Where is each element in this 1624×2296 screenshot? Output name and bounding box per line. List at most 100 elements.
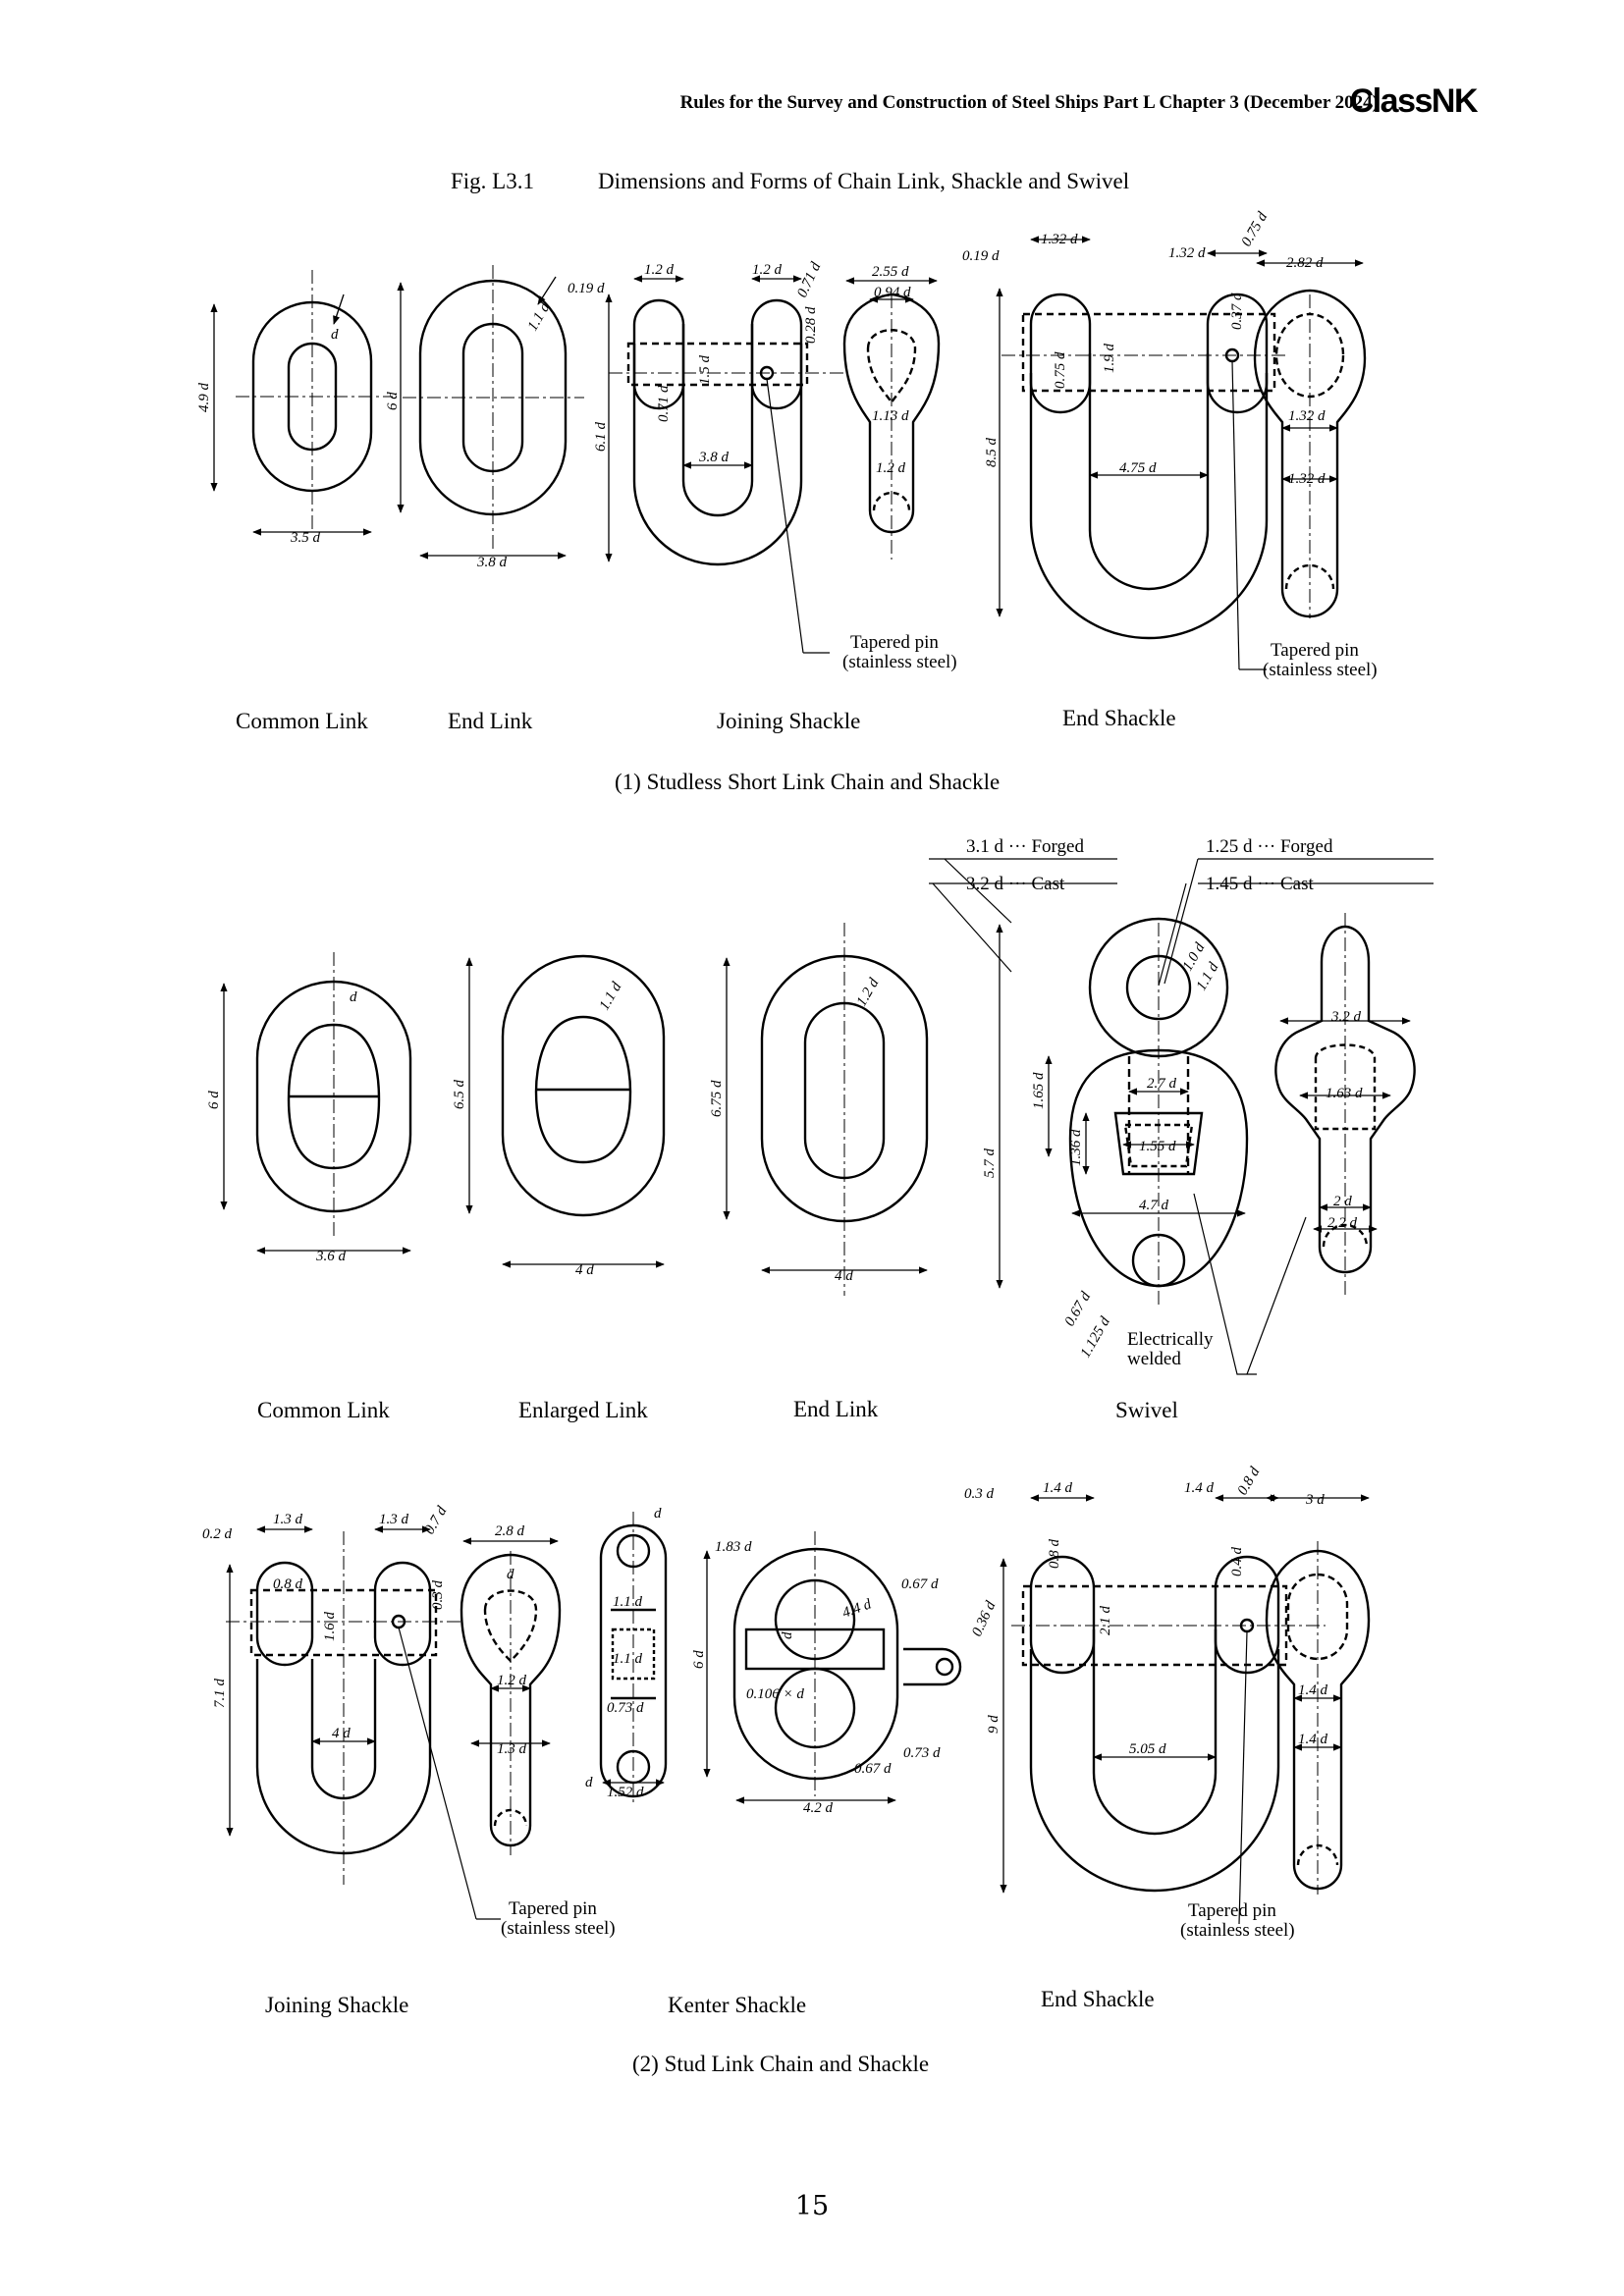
s1-cl-dim-h: 4.9 d: [196, 383, 212, 413]
s1-js-a: 0.19 d: [568, 281, 605, 296]
s1-label-common-link: Common Link: [236, 709, 368, 733]
s2-end-h: 6.75 d: [709, 1080, 725, 1117]
s2-ks-l: 0.106 × d: [746, 1686, 804, 1702]
s2-js-i: d: [507, 1567, 514, 1582]
s2-cl-d: d: [350, 989, 357, 1005]
s1-js-l: 1.13 d: [872, 408, 909, 424]
s2-js-c: 1.3 d: [379, 1512, 409, 1527]
s2-es-i: 9 d: [986, 1715, 1001, 1734]
s1-js-d: 0.71 d: [794, 259, 825, 299]
s2-es-e: 3 d: [1305, 1492, 1325, 1508]
s2-cl-w: 3.6 d: [315, 1249, 347, 1264]
s2-enl-w: 4 d: [575, 1262, 594, 1278]
s1-joining-shackle-side: [605, 275, 844, 654]
s2-label-joining-shackle: Joining Shackle: [265, 1993, 408, 2017]
s1-js-b: 1.2 d: [644, 262, 675, 278]
s1-el-dim-h: 6 d: [385, 392, 401, 410]
s1-joining-shackle-front: [842, 277, 941, 560]
s2-ks-f: 1.52 d: [607, 1785, 644, 1800]
s1-es-f: 0.37 d: [1229, 293, 1245, 330]
s2-js-e: 2.8 d: [495, 1523, 525, 1539]
s1-es-h: 1.9 d: [1102, 344, 1117, 374]
s1-js-h: 1.5 d: [697, 355, 713, 386]
s1-end-link: [397, 265, 584, 560]
s2-pin-note-2b: (stainless steel): [1180, 1920, 1295, 1941]
s1-label-joining-shackle: Joining Shackle: [717, 709, 860, 733]
s1-es-k: 1.32 d: [1288, 408, 1326, 424]
s2-enl-h: 6.5 d: [452, 1080, 467, 1110]
s2-ks-j: 0.67 d: [901, 1576, 939, 1592]
s2-end-w: 4 d: [835, 1268, 853, 1284]
s2-kenter-shackle-narrow: [599, 1512, 668, 1806]
s2-sw-g: 5.7 d: [982, 1148, 998, 1179]
s2-ks-m: d: [780, 1631, 795, 1639]
s2-es-l: 1.4 d: [1298, 1732, 1328, 1747]
s1-cl-dim-w: 3.5 d: [290, 530, 321, 546]
s2-label-end-shackle: End Shackle: [1041, 1987, 1155, 2011]
s1-end-shackle-front: [1253, 259, 1367, 618]
s1-common-link: [210, 270, 393, 536]
s2-ks-a: d: [654, 1506, 662, 1522]
s2-ks-p: 4.2 d: [803, 1800, 834, 1816]
s2-es-c: 1.4 d: [1184, 1480, 1215, 1496]
s1-js-m: 1.2 d: [876, 460, 906, 476]
s2-es-k: 1.4 d: [1298, 1682, 1328, 1698]
s1-js-g: 0.28 d: [803, 306, 819, 344]
s2-sw-m: 0.67 d: [1062, 1289, 1095, 1329]
s2-js-d: 0.7 d: [422, 1504, 451, 1537]
s2-sw-c: 3.2 d: [1330, 1009, 1362, 1025]
s2-es-j: 5.05 d: [1129, 1741, 1166, 1757]
s2-common-link: [220, 952, 412, 1255]
s2-end-d: 1.2 d: [854, 976, 883, 1009]
s2-sw-f: 1.63 d: [1326, 1086, 1363, 1101]
s2-joining-shackle-side: [226, 1525, 501, 1920]
s1-pin-note-1b: (stainless steel): [842, 652, 957, 672]
s2-js-a: 0.2 d: [202, 1526, 233, 1542]
s2-es-h: 2.1 d: [1098, 1606, 1113, 1636]
s1-end-shackle-side: [996, 236, 1286, 670]
running-title: Rules for the Survey and Construction of…: [679, 92, 1379, 113]
s2-ks-b: 1.1 d: [613, 1594, 643, 1610]
s2-es-g: 0.4 d: [1229, 1547, 1245, 1577]
s2-joining-shackle-front: [460, 1537, 562, 1855]
figure-name: Dimensions and Forms of Chain Link, Shac…: [598, 169, 1130, 193]
s2-sw-j: 4.7 d: [1139, 1198, 1169, 1213]
s1-pin-note-1a: Tapered pin: [850, 632, 939, 653]
s1-js-e: 2.55 d: [872, 264, 909, 280]
s2-ks-k: 0.36 d: [969, 1598, 1000, 1638]
s2-sw-l: 2.2 d: [1327, 1215, 1358, 1231]
s2-weld-1: Electrically: [1127, 1329, 1214, 1350]
s2-cl-h: 6 d: [206, 1091, 222, 1109]
s1-el-dim-w: 3.8 d: [476, 555, 508, 570]
s2-ks-n: 0.73 d: [903, 1745, 941, 1761]
s2-ks-e: d: [585, 1775, 593, 1790]
s2-sw-cast-a: 3.2 d ··· Cast: [966, 874, 1065, 894]
s2-sw-h: 1.36 d: [1068, 1129, 1084, 1166]
s1-js-c: 1.2 d: [752, 262, 783, 278]
figure-number: Fig. L3.1: [451, 169, 534, 193]
s2-ks-d: 0.73 d: [607, 1700, 644, 1716]
s2-enlarged-link: [465, 954, 666, 1268]
s2-es-f: 0.8 d: [1047, 1539, 1062, 1570]
s2-js-g: 0.3 d: [430, 1580, 446, 1611]
s2-sw-i: 1.55 d: [1139, 1139, 1176, 1154]
s1-es-j: 4.75 d: [1119, 460, 1157, 476]
s2-enl-d: 1.1 d: [597, 980, 625, 1013]
s2-sw-k: 2 d: [1333, 1194, 1352, 1209]
s1-label-end-link: End Link: [448, 709, 533, 733]
s2-es-b: 1.4 d: [1043, 1480, 1073, 1496]
s2-sw-n: 1.125 d: [1078, 1314, 1114, 1361]
s1-cl-dim-d: d: [331, 327, 339, 343]
classnk-logo: ClassNK: [1349, 82, 1479, 120]
s1-label-end-shackle: End Shackle: [1062, 706, 1176, 730]
s1-es-c: 1.32 d: [1168, 245, 1206, 261]
s2-label-end-link: End Link: [793, 1397, 879, 1421]
page-number: 15: [794, 2191, 830, 2221]
s2-es-d: 0.8 d: [1235, 1465, 1264, 1498]
s2-end-link: [723, 923, 929, 1296]
s2-es-a: 0.3 d: [964, 1486, 995, 1502]
s2-label-enlarged-link: Enlarged Link: [518, 1398, 648, 1422]
s2-ks-g: 1.83 d: [715, 1539, 752, 1555]
s2-sw-cast-b: 1.45 d ··· Cast: [1206, 874, 1314, 894]
